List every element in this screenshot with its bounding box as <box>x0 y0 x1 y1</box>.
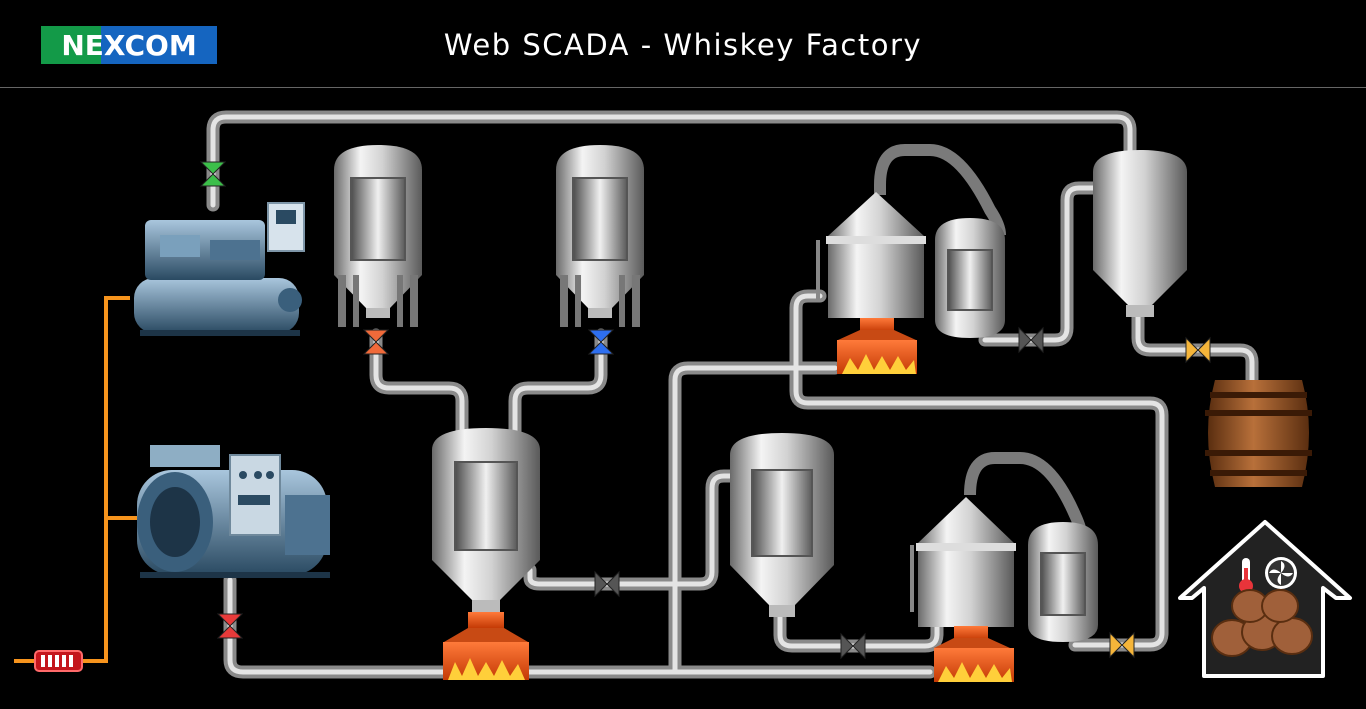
barrel-stack-icon <box>1211 589 1313 657</box>
fan-icon <box>1265 557 1297 589</box>
nexcom-logo: NEXCOM <box>41 26 217 64</box>
chiller-unit-icon[interactable] <box>134 202 305 336</box>
spirit-receiver[interactable] <box>1093 150 1187 317</box>
valve-hopper-right[interactable] <box>587 329 615 355</box>
header-bar: NEXCOM Web SCADA - Whiskey Factory <box>0 0 1366 88</box>
heater-icon[interactable] <box>34 650 83 672</box>
valve-boiler-outlet[interactable] <box>216 613 244 639</box>
pot-still-bottom[interactable] <box>910 452 1098 642</box>
barrel-icon[interactable] <box>1205 380 1312 487</box>
steam-line <box>14 296 137 663</box>
valve-barrel-fill[interactable] <box>1185 336 1211 364</box>
valve-mash-outlet[interactable] <box>594 570 620 598</box>
grain-hopper-right[interactable] <box>556 145 644 327</box>
warehouse-icon[interactable] <box>1178 520 1352 678</box>
valve-hopper-left[interactable] <box>362 329 390 355</box>
page-title: Web SCADA - Whiskey Factory <box>443 28 923 62</box>
still-bottom-furnace <box>934 626 1014 682</box>
mash-furnace <box>443 612 529 680</box>
steam-boiler-icon[interactable] <box>137 445 330 578</box>
wash-back[interactable] <box>730 433 834 617</box>
valve-steam-top[interactable] <box>199 161 227 187</box>
valves <box>199 161 1211 660</box>
grain-hopper-left[interactable] <box>334 145 422 327</box>
valve-still-top-outlet[interactable] <box>1018 326 1044 354</box>
valve-still-bottom-outlet[interactable] <box>1109 631 1135 659</box>
valve-wash-outlet[interactable] <box>840 632 866 660</box>
pot-still-top[interactable] <box>816 144 1006 338</box>
svg-text:NEXCOM: NEXCOM <box>61 29 196 62</box>
mash-tun[interactable] <box>432 428 540 614</box>
still-top-furnace <box>837 318 917 374</box>
